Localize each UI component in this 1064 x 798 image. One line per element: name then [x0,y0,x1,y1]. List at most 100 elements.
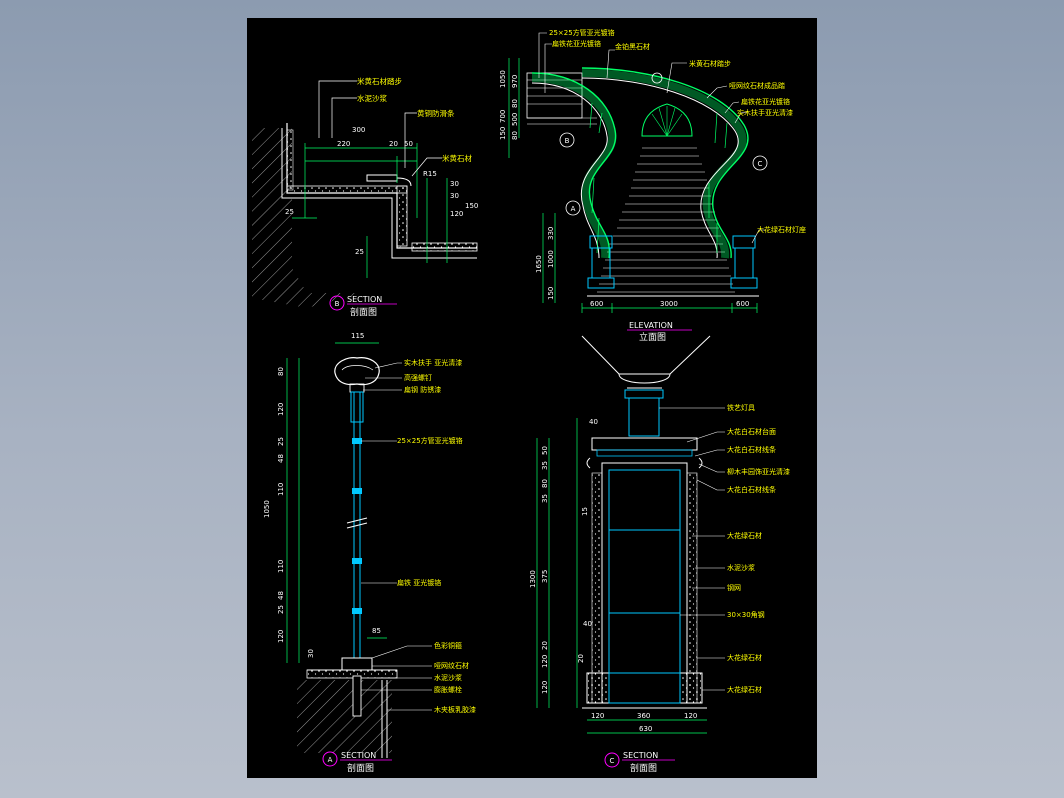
elevation-dim: 330 [547,227,555,240]
section-a-dim: 120 [277,630,285,643]
section-c-dim: 120 [541,655,549,668]
section-a-dim: 120 [277,403,285,416]
section-a-dim: 25 [277,437,285,446]
section-a-dim: 48 [277,591,285,600]
section-b-title-en: SECTION [347,295,382,304]
section-c-note: 大花白石材台面 [727,427,776,436]
section-c-dim: 35 [541,494,549,503]
section-c-note: 大花绿石材 [727,653,762,662]
section-b-dim: 150 [465,202,478,210]
elevation-tag: A [571,205,576,213]
section-c-note: 大花白石材线条 [727,445,776,454]
elevation-tag: C [758,160,763,168]
section-c-tag: C [610,757,615,765]
section-c-dim: 15 [581,507,589,516]
section-c-dim: 360 [637,712,650,720]
section-a-dim: 115 [351,332,364,340]
section-a-title-en: SECTION [341,751,376,760]
section-a-dim: 1050 [263,500,271,518]
section-b-title-cn: 剖面图 [350,306,377,318]
section-a-note: 水泥沙浆 [434,673,462,682]
section-b-dim: 50 [404,140,413,148]
elevation-note: 金铂黑石材 [615,42,650,51]
section-c-dim: 375 [541,570,549,583]
section-b-note: 水泥沙浆 [357,93,387,103]
section-a-note: 膨胀螺栓 [434,685,462,694]
elevation-dim: 1650 [535,255,543,273]
section-c-view: 40 50 35 80 35 15 1300 375 20 40 120 20 … [529,335,790,774]
section-c-dim: 80 [541,479,549,488]
section-c-dim: 35 [541,461,549,470]
section-c-dim: 20 [541,641,549,650]
section-a-note: 木夹板乳胶漆 [434,705,476,714]
section-b-dim: 120 [450,210,463,218]
section-c-dim: 120 [591,712,604,720]
elevation-dim: 1050 [499,70,507,88]
elevation-note: 扁铁花亚光镀铬 [552,39,601,48]
section-a-dim: 85 [372,627,381,635]
section-a-dim: 48 [277,454,285,463]
section-a-note: 扁铁 亚光镀铬 [397,578,441,587]
section-c-dim: 120 [541,681,549,694]
section-a-note: 实木扶手 亚光清漆 [404,358,462,367]
cad-drawing-sheet: 米黄石材踏步 水泥沙浆 黄铜防滑条 米黄石材 300 220 20 50 30 … [247,18,817,778]
section-c-dim: 50 [541,446,549,455]
section-b-note: 米黄石材 [442,153,472,163]
section-a-dim: 30 [307,649,315,658]
section-a-dim: 110 [277,560,285,573]
section-a-note: 哑网纹石材 [434,661,469,670]
elevation-note: 实木扶手亚光清漆 [737,108,793,117]
section-a-dim: 110 [277,483,285,496]
elevation-note: 扁铁花亚光镀铬 [741,97,790,106]
elevation-dim: 80 [511,99,519,108]
elevation-dim: 600 [590,300,603,308]
section-c-note: 钢网 [727,583,741,592]
section-b-dim: 25 [285,208,294,216]
section-b-note: 黄铜防滑条 [417,108,455,118]
section-a-note: 扁钢 防锈漆 [404,385,441,394]
elevation-note: 哑网纹石材成品踏 [729,81,785,90]
elevation-dim: 3000 [660,300,678,308]
elevation-dim: 80 [511,131,519,140]
section-c-title-en: SECTION [623,751,658,760]
cad-drawing: 米黄石材踏步 水泥沙浆 黄铜防滑条 米黄石材 300 220 20 50 30 … [252,28,806,774]
section-a-note: 色彩铜箍 [434,641,462,650]
section-c-note: 铁艺灯具 [727,403,755,412]
section-c-note: 30×30角钢 [727,610,765,619]
elevation-tag: B [565,137,570,145]
section-c-dim: 630 [639,725,652,733]
elevation-dim: 150 [499,127,507,140]
elevation-dim: 970 [511,75,519,88]
stair-treads [597,147,735,293]
elevation-dim: 700 [499,110,507,123]
elevation-dim: 150 [547,287,555,300]
section-b-dim: 25 [355,248,364,256]
section-c-dim: 1300 [529,570,537,588]
section-a-dim: 80 [277,367,285,376]
section-a-note: 高强螺钉 [404,373,432,382]
section-c-dim: 120 [684,712,697,720]
section-b-dim: 300 [352,126,365,134]
elevation-dim: 600 [736,300,749,308]
elevation-note: 米黄石材踏步 [689,59,731,68]
section-b-tag-circle [329,295,345,311]
section-c-dim: 40 [583,620,592,628]
section-c-note: 大花绿石材 [727,531,762,540]
elevation-dim: 500 [511,113,519,126]
section-c-dim: 40 [589,418,598,426]
section-c-note: 水泥沙浆 [727,563,755,572]
elevation-note: 25×25方管亚光镀铬 [549,28,615,37]
section-b-dim: 20 [389,140,398,148]
elevation-title-cn: 立面图 [639,331,666,343]
section-a-title-cn: 剖面图 [347,762,374,774]
section-b-dim: 30 [450,180,459,188]
elevation-note: 大花绿石材灯座 [757,225,806,234]
section-c-title-cn: 剖面图 [630,762,657,774]
section-c-dim: 20 [577,654,585,663]
section-a-note: 25×25方管亚光镀铬 [397,436,463,445]
section-b-dim: 30 [450,192,459,200]
section-c-note: 大花绿石材 [727,685,762,694]
section-b-view: 米黄石材踏步 水泥沙浆 黄铜防滑条 米黄石材 300 220 20 50 30 … [252,76,478,318]
section-c-note: 大花白石材线条 [727,485,776,494]
section-a-tag: A [328,756,333,764]
